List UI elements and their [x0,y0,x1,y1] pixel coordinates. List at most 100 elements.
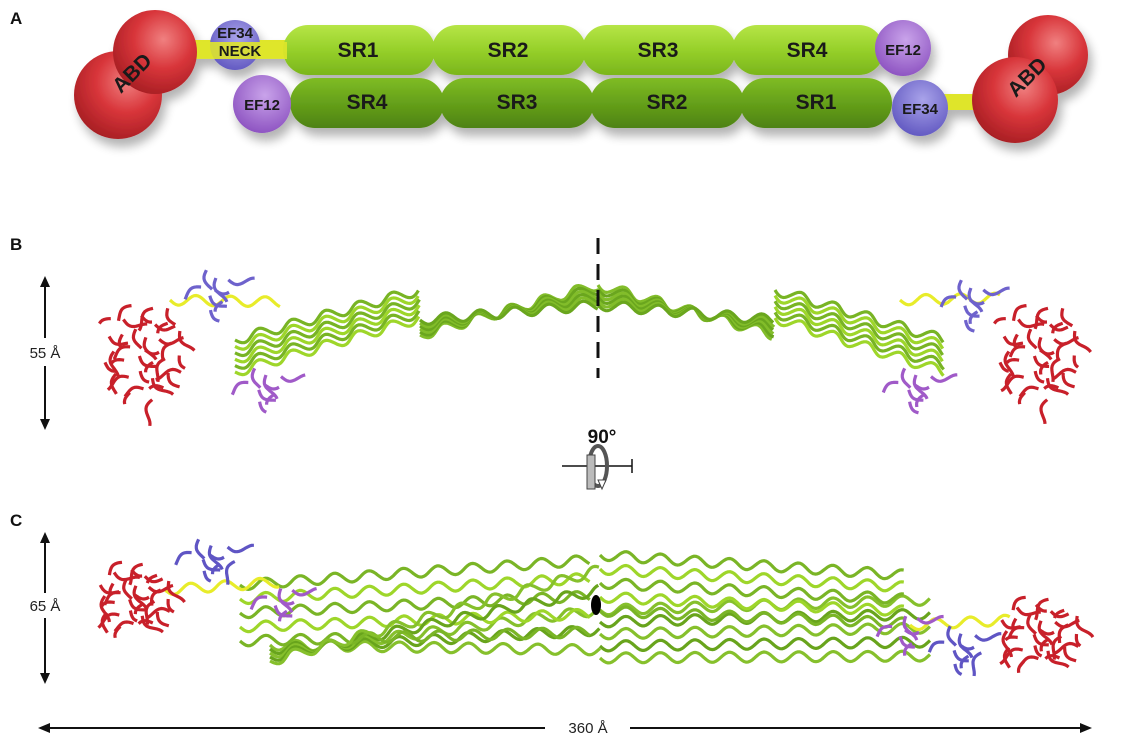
helix-abd [133,602,144,615]
helix-ef34 [213,300,224,312]
helix-abd [1072,355,1080,369]
helix-ef12 [230,380,249,396]
label-bottom-3: SR2 [647,91,688,114]
helix-abd [998,361,1010,373]
helix-abd [1057,623,1069,644]
helix-abd [1016,660,1025,673]
helix-ef34 [939,295,957,308]
helix-abd [131,328,143,350]
helix-ef34 [183,285,202,300]
helix-abd [166,372,181,389]
helix-ef34 [982,286,1010,297]
helix-ef34 [227,276,255,287]
helix-abd [1048,323,1069,332]
helix-abd [1044,654,1061,660]
helix-abd [1061,372,1076,389]
helix-abd [116,304,132,322]
height-label-b: 55 Å [30,345,61,362]
helix-abd [993,317,1006,325]
helix-ef12 [881,380,899,394]
spectrin-repeat-top-2 [432,25,586,75]
height-label-c: 65 Å [30,598,61,615]
helix-sr [598,563,905,593]
helix-abd [134,593,150,601]
left-abd-lobe-1 [113,10,197,94]
helix-abd [1032,633,1049,647]
helix-sr [598,591,905,617]
right-ef12-domain [875,20,931,76]
helix-abd [137,619,154,625]
helix-ef12 [929,373,958,383]
helix-sr [598,635,932,653]
label-bottom-4: SR1 [796,91,837,114]
helix-abd [1002,646,1011,669]
label-right-ef12: EF12 [885,42,921,59]
helix-abd [166,580,186,604]
helix-ef12 [898,636,915,649]
helix-neck [898,291,1001,307]
helix-abd [160,341,173,362]
helix-abd [1051,321,1064,334]
helix-neck [164,576,280,596]
helix-ef12 [915,393,925,408]
helix-ef34 [201,558,221,572]
helix-abd [1017,391,1026,405]
helix-abd [1034,597,1049,621]
helix-ef34 [957,279,969,301]
helix-abd [177,330,196,352]
helix-abd [1051,367,1077,381]
helix-sr [598,577,905,605]
top-repeat-row [283,25,884,75]
label-left-ef34: EF34 [217,25,254,42]
helix-abd [1004,372,1013,395]
helix-abd [100,611,109,634]
helix-abd [145,573,158,584]
helix-abd [1039,398,1049,425]
helix-abd [1055,341,1068,362]
right-ef34-domain [892,80,948,136]
helix-sr [773,311,945,371]
helix-abd [1011,304,1027,322]
helix-ef34 [971,651,983,677]
helix-abd [107,335,129,346]
helix-abd [109,372,118,395]
helix-ef34 [959,654,970,669]
label-neck: NECK [219,43,262,60]
helix-abd [1017,318,1045,329]
helix-ef34 [963,319,975,333]
helix-ef34 [946,625,958,647]
helix-abd [103,361,117,373]
helix-abd [145,606,171,620]
helix-ef34 [957,633,974,659]
helix-sr [773,289,945,344]
panel-label-b: B [10,235,22,254]
helix-ef34 [226,543,254,554]
helix-abd [99,595,111,623]
helix-ef12 [249,595,268,610]
label-bottom-2: SR3 [497,91,538,114]
helix-abd [128,562,144,586]
helix-abd [165,307,177,326]
helix-sr [238,625,591,648]
helix-abd [138,370,150,384]
label-right-ef34: EF34 [902,101,939,118]
helix-ef34 [952,649,969,663]
spectrin-repeat-bottom-3 [590,78,744,128]
helix-sr [234,289,420,345]
helix-abd [1001,630,1013,658]
helix-abd [166,598,175,614]
helix-ef12 [902,642,913,656]
label-bottom-1: SR4 [347,91,388,114]
height-arrow-b [40,276,50,430]
helix-abd [108,350,120,378]
helix-abd [1032,355,1050,368]
helix-ef34 [210,562,221,575]
helix-abd [1008,345,1026,358]
helix-abd [1039,628,1055,636]
twofold-axis-symbol [591,595,601,615]
helix-sr [238,572,591,606]
helix-abd [1072,330,1092,353]
helix-ef34 [225,560,236,585]
helix-abd [1039,637,1050,652]
helix-neck [908,613,1011,632]
